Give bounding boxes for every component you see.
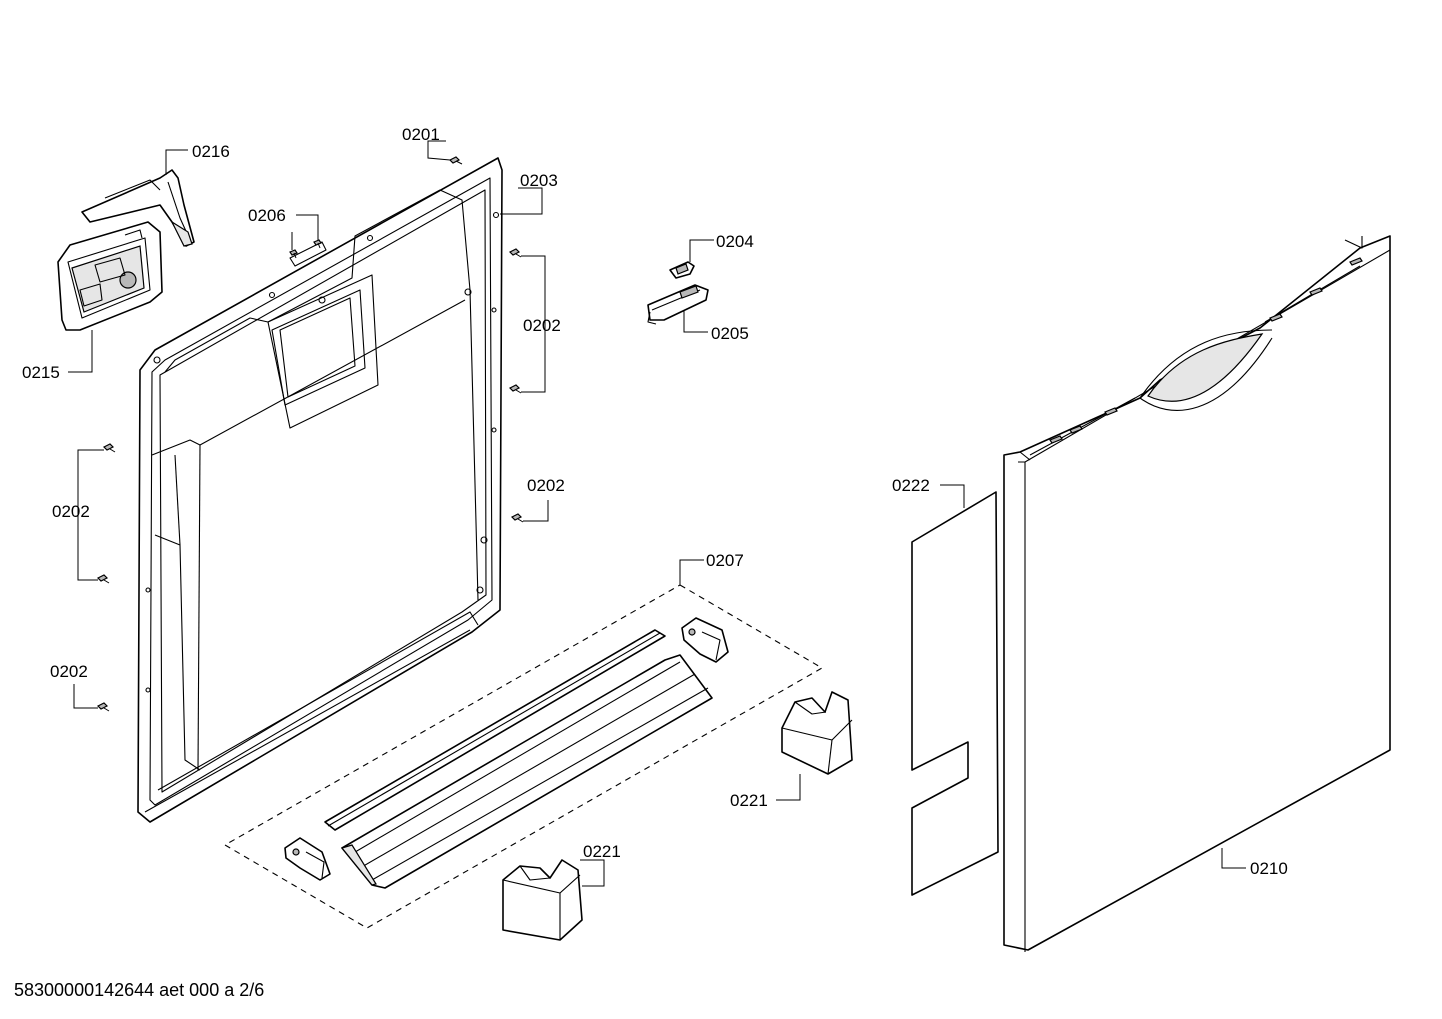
screw-icon bbox=[289, 249, 298, 259]
door-rails[interactable] bbox=[324, 629, 713, 889]
label-0202-right-lower: 0202 bbox=[527, 476, 565, 495]
assembly-group-outline bbox=[223, 584, 824, 929]
inner-door-frame[interactable] bbox=[137, 157, 503, 823]
label-0202-left-lower: 0202 bbox=[50, 662, 88, 681]
drawing-reference-number: 58300000142644 aet 000 a 2/6 bbox=[14, 980, 265, 1000]
label-0216: 0216 bbox=[192, 142, 230, 161]
leader-lines bbox=[68, 140, 1246, 887]
screw-icon bbox=[313, 239, 322, 249]
dispenser-bracket[interactable] bbox=[81, 169, 195, 247]
insulation-mat[interactable] bbox=[911, 491, 999, 896]
screw-icons bbox=[96, 156, 524, 712]
label-0221-upper: 0221 bbox=[730, 791, 768, 810]
label-0203: 0203 bbox=[520, 171, 558, 190]
label-0215: 0215 bbox=[22, 363, 60, 382]
label-0202-right-upper: 0202 bbox=[523, 316, 561, 335]
hinge-clip[interactable] bbox=[669, 261, 695, 279]
detergent-dispenser[interactable] bbox=[57, 221, 163, 331]
label-0221-lower: 0221 bbox=[583, 842, 621, 861]
spacer-block-upper[interactable] bbox=[781, 691, 853, 775]
label-0210: 0210 bbox=[1250, 859, 1288, 878]
outer-door-panel[interactable] bbox=[1003, 235, 1391, 952]
label-0202-left-middle: 0202 bbox=[52, 502, 90, 521]
spacer-block-lower[interactable] bbox=[502, 859, 583, 941]
label-0206: 0206 bbox=[248, 206, 286, 225]
screw-icon bbox=[508, 248, 522, 258]
label-0207: 0207 bbox=[706, 551, 744, 570]
label-0201: 0201 bbox=[402, 125, 440, 144]
screw-icon bbox=[448, 156, 463, 165]
rail-bracket-right[interactable] bbox=[681, 617, 729, 663]
hinge-latch[interactable] bbox=[647, 284, 709, 325]
screw-icon bbox=[510, 513, 524, 523]
screw-icon bbox=[96, 574, 110, 584]
label-0222: 0222 bbox=[892, 476, 930, 495]
screw-icon bbox=[102, 443, 116, 453]
rail-bracket-left[interactable] bbox=[284, 837, 331, 881]
screw-icon bbox=[96, 702, 110, 712]
screw-icon bbox=[508, 384, 522, 394]
label-0205: 0205 bbox=[711, 324, 749, 343]
label-0204: 0204 bbox=[716, 232, 754, 251]
